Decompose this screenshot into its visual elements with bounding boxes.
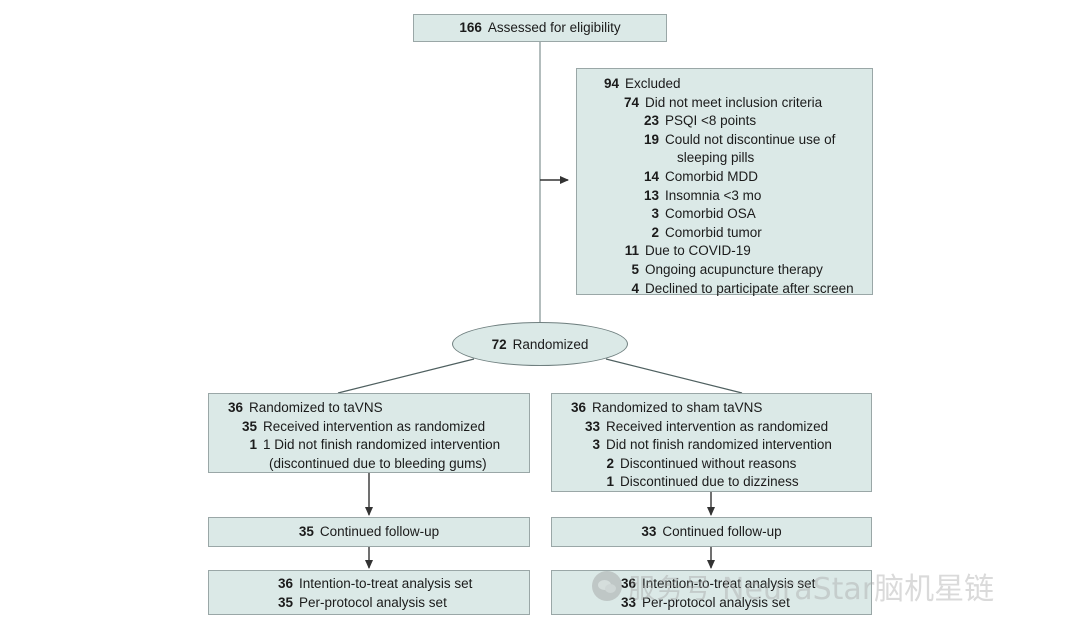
assessed-label: Assessed for eligibility (487, 19, 621, 35)
allocation-right-line-list: 36 Randomized to sham taVNS 33 Received int… (560, 399, 865, 492)
flow-line: 13 Insomnia <3 mo (585, 187, 864, 206)
flow-line-label: Declined to participate after screen (645, 280, 854, 296)
followup-left-label: Continued follow-up (319, 523, 440, 539)
flow-line-label: Randomized to taVNS (249, 400, 383, 415)
node-randomized: 72 Randomized (452, 322, 628, 366)
flow-line-label: Insomnia <3 mo (665, 187, 762, 203)
flow-line-count: 14 (643, 168, 659, 184)
connector-randomized-to-right-allocation (605, 358, 743, 394)
flow-line-label: Comorbid MDD (665, 168, 759, 184)
flow-line-count: 3 (592, 437, 600, 453)
flow-line-label: Comorbid OSA (665, 206, 756, 222)
flow-line-count: 23 (643, 113, 659, 129)
flow-line-label: 1 Did not finish randomized intervention (263, 437, 501, 453)
analysis-left-line-list: 36 Intention-to-treat analysis set 35 Per-p… (209, 575, 523, 612)
node-assessed-for-eligibility: 166 Assessed for eligibility (413, 14, 667, 42)
flow-line: 4 Declined to participate after screen (585, 280, 864, 299)
flow-line: sleeping pills (585, 149, 864, 168)
flow-line-label: Due to COVID-19 (645, 243, 751, 259)
flow-line-count: 13 (643, 187, 659, 203)
assessed-count: 166 (459, 19, 482, 35)
flow-line-label: Comorbid tumor (665, 224, 762, 240)
flow-line-label: Received intervention as randomized (263, 418, 486, 434)
flow-line: 5 Ongoing acupuncture therapy (585, 261, 864, 280)
flow-line-label: Did not finish randomized intervention (606, 437, 832, 453)
flow-line-count: 4 (631, 280, 639, 296)
node-followup-sham-tavns: 33 Continued follow-up (551, 517, 872, 547)
node-followup-tavns: 35 Continued follow-up (208, 517, 530, 547)
flow-line: 33 Per-protocol analysis set (614, 594, 865, 613)
flow-line: 36 Intention-to-treat analysis set (614, 575, 865, 594)
flow-line: 74 Did not meet inclusion criteria (585, 94, 864, 113)
flow-line: 23 PSQI <8 points (585, 112, 864, 131)
flow-line: 1 1 Did not finish randomized interventio… (217, 436, 523, 455)
flow-line: 2 Discontinued without reasons (560, 455, 865, 474)
followup-right-label: Continued follow-up (662, 523, 782, 539)
flow-line: 33 Received intervention as randomized (560, 418, 865, 437)
flow-line-count: 35 (241, 418, 257, 434)
randomized-count: 72 (491, 336, 507, 352)
flow-line: 36 Intention-to-treat analysis set (271, 575, 523, 594)
flow-line-count: 2 (606, 455, 614, 471)
flow-line-count: 36 (620, 576, 636, 591)
node-excluded: 94 Excluded 74 Did not meet inclusion crite… (576, 68, 873, 298)
flow-line-label: Discontinued due to dizziness (620, 474, 799, 490)
flow-line-count: 94 (603, 76, 619, 91)
flow-line-label: Randomized to sham taVNS (592, 400, 763, 415)
flow-line: 1 Discontinued due to dizziness (560, 473, 865, 492)
flow-line-label: (discontinued due to bleeding gums) (269, 455, 487, 471)
flow-line-label: PSQI <8 points (665, 113, 757, 129)
flow-line-label: Discontinued without reasons (620, 455, 797, 471)
flow-line: 94 Excluded (585, 75, 864, 94)
flow-line: 36 Randomized to taVNS (217, 399, 523, 418)
analysis-right-line-list: 36 Intention-to-treat analysis set 33 Per-p… (552, 575, 865, 612)
flow-line-label: Intention-to-treat analysis set (642, 576, 816, 591)
flow-line: 3 Did not finish randomized intervention (560, 436, 865, 455)
flow-line-count: 35 (277, 594, 293, 610)
flow-line: 35 Per-protocol analysis set (271, 594, 523, 613)
flow-line-label: Excluded (625, 76, 681, 91)
flow-line: 3 Comorbid OSA (585, 205, 864, 224)
flow-line-count: 33 (584, 418, 600, 434)
flow-line-count: 74 (623, 94, 639, 110)
node-allocation-tavns: 36 Randomized to taVNS 35 Received interven… (208, 393, 530, 473)
followup-right-count: 33 (641, 523, 657, 539)
flow-line-label: sleeping pills (677, 150, 755, 166)
randomized-label: Randomized (512, 336, 589, 352)
flow-line: (discontinued due to bleeding gums) (217, 455, 523, 474)
flow-line: 35 Received intervention as randomized (217, 418, 523, 437)
flow-line-count: 36 (277, 576, 293, 591)
node-analysis-tavns: 36 Intention-to-treat analysis set 35 Per-p… (208, 570, 530, 615)
flow-line-count: 19 (643, 131, 659, 147)
flow-line-count: 1 (606, 474, 614, 490)
flow-line-label: Ongoing acupuncture therapy (645, 261, 823, 277)
flow-line-count: 36 (570, 400, 586, 415)
flow-line-count: 36 (227, 400, 243, 415)
flow-line-count: 1 (249, 437, 257, 453)
node-analysis-sham-tavns: 36 Intention-to-treat analysis set 33 Per-p… (551, 570, 872, 615)
allocation-left-line-list: 36 Randomized to taVNS 35 Received interven… (217, 399, 523, 473)
flow-line-label: Per-protocol analysis set (642, 594, 790, 610)
flow-line: 14 Comorbid MDD (585, 168, 864, 187)
flow-line-count: 33 (620, 594, 636, 610)
flow-line-count: 5 (631, 261, 639, 277)
flow-line: 19 Could not discontinue use of (585, 131, 864, 150)
flow-line-count: 2 (651, 224, 659, 240)
flow-line-label: Received intervention as randomized (606, 418, 829, 434)
followup-left-count: 35 (298, 523, 314, 539)
flow-line-label: Intention-to-treat analysis set (299, 576, 473, 591)
node-allocation-sham-tavns: 36 Randomized to sham taVNS 33 Received int… (551, 393, 872, 492)
flow-line: 11 Due to COVID-19 (585, 242, 864, 261)
flow-line-label: Per-protocol analysis set (299, 594, 447, 610)
flow-line-count: 11 (624, 243, 639, 259)
excluded-line-list: 94 Excluded 74 Did not meet inclusion crite… (585, 75, 864, 298)
flow-line-label: Could not discontinue use of (665, 131, 836, 147)
flow-line-label: Did not meet inclusion criteria (645, 94, 823, 110)
flow-line-count: 3 (651, 206, 659, 222)
flow-line: 2 Comorbid tumor (585, 224, 864, 243)
connector-randomized-to-left-allocation (337, 358, 475, 394)
flow-line: 36 Randomized to sham taVNS (560, 399, 865, 418)
